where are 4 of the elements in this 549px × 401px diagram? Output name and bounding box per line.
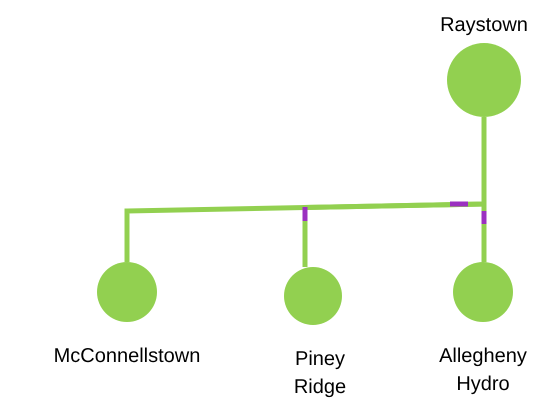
station-label: Piney Ridge: [292, 347, 348, 400]
station-label: McConnellstown: [52, 344, 202, 369]
station-label: Allegheny Hydro: [438, 344, 528, 397]
station-label: Raystown: [439, 13, 529, 38]
